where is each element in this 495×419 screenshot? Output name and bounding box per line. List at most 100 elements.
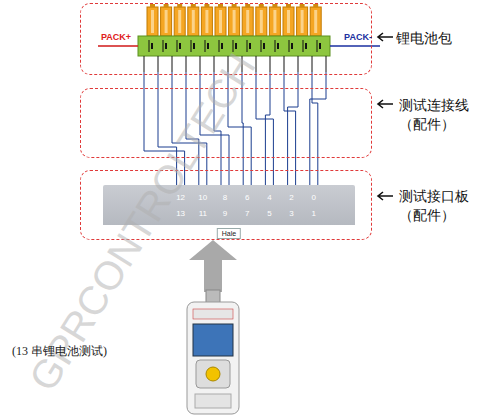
- pin-number: 4: [267, 194, 271, 202]
- cell-marking: [314, 10, 317, 33]
- tap-lead: [284, 56, 285, 72]
- cell-terminal: [218, 4, 223, 7]
- tap-lead: [270, 56, 271, 72]
- cell-symbol: [151, 43, 153, 49]
- battery-cell: [201, 7, 212, 36]
- cell-marking: [301, 10, 304, 33]
- pin-number: 5: [267, 210, 271, 218]
- cell-marking: [260, 10, 263, 33]
- tap-lead: [186, 56, 187, 72]
- battery-cell: [188, 7, 199, 36]
- cell-symbol: [277, 43, 279, 49]
- battery-cell: [256, 7, 267, 36]
- cell-symbol: [165, 43, 167, 49]
- tap-lead: [326, 56, 327, 72]
- cell-marking: [178, 10, 181, 33]
- tap-lead: [200, 56, 201, 72]
- tester-plug: [206, 290, 220, 303]
- cell-marking: [287, 10, 290, 33]
- tap-lead: [144, 56, 145, 72]
- cell-symbol: [247, 40, 248, 52]
- pin-number: 6: [245, 194, 249, 202]
- terminal-label: PACK-: [344, 33, 372, 42]
- battery-cell: [310, 7, 321, 36]
- cell-symbol: [163, 40, 164, 52]
- tap-lead: [298, 56, 299, 72]
- pointer-arrows: [378, 33, 393, 200]
- cell-symbol: [319, 43, 321, 49]
- tap-lead: [312, 56, 313, 72]
- pointer-arrow: [378, 33, 393, 41]
- pack-plus-lead: [98, 45, 138, 47]
- pin-number: 0: [312, 194, 316, 202]
- cell-terminal: [245, 4, 250, 7]
- pin-number: 11: [199, 210, 207, 218]
- region-heading: 测试连接线 （配件）: [399, 96, 477, 134]
- region-heading: 锂电池包: [396, 29, 486, 48]
- tester-screen: [193, 324, 233, 356]
- cell-terminal: [232, 4, 237, 7]
- cell-symbol: [149, 40, 150, 52]
- cell-symbol: [179, 43, 181, 49]
- cell-symbol: [193, 43, 195, 49]
- cell-symbol: [263, 43, 265, 49]
- board-tab-label: Hale: [217, 228, 241, 239]
- terminal-label: PACK+: [101, 33, 131, 42]
- cell-terminal: [150, 4, 155, 7]
- cell-symbol: [317, 40, 318, 52]
- battery-cell: [174, 7, 185, 36]
- cell-marking: [246, 10, 249, 33]
- pointer-arrow: [378, 100, 393, 108]
- pin-number: 9: [223, 210, 227, 218]
- battery-cell: [215, 7, 226, 36]
- cell-symbol: [221, 43, 223, 49]
- tester-body: [187, 302, 239, 414]
- pin-number: 13: [176, 210, 185, 218]
- battery-pack: [98, 4, 380, 56]
- cell-marking: [151, 10, 154, 33]
- caption: (13 串锂电池测试): [12, 343, 107, 360]
- pin-number: 7: [245, 210, 249, 218]
- tap-lead: [172, 56, 173, 72]
- pack-minus-lead: [330, 45, 380, 47]
- cell-terminal: [259, 4, 264, 7]
- tester-strip: [193, 309, 233, 319]
- battery-cell: [283, 7, 294, 36]
- cell-marking: [165, 10, 168, 33]
- pin-number: 2: [289, 194, 293, 202]
- cell-symbol: [291, 43, 293, 49]
- cell-symbol: [177, 40, 178, 52]
- pointer-arrow: [378, 192, 393, 200]
- battery-cell: [269, 7, 280, 36]
- cell-symbol: [207, 43, 209, 49]
- battery-cell: [229, 7, 240, 36]
- pin-number: 10: [198, 194, 207, 202]
- cell-terminal: [204, 4, 209, 7]
- battery-cell: [147, 7, 158, 36]
- connect-arrow: [189, 240, 237, 292]
- cell-symbol: [249, 43, 251, 49]
- cell-symbol: [219, 40, 220, 52]
- tester-device: [187, 290, 239, 414]
- cell-symbol: [289, 40, 290, 52]
- battery-cell: [297, 7, 308, 36]
- battery-cell: [242, 7, 253, 36]
- cell-terminal: [191, 4, 196, 7]
- cell-terminal: [300, 4, 305, 7]
- cell-marking: [219, 10, 222, 33]
- tap-lead: [158, 56, 159, 72]
- cell-terminal: [286, 4, 291, 7]
- tester-button: [206, 367, 220, 381]
- cell-symbol: [205, 40, 206, 52]
- pin-number: 3: [289, 210, 293, 218]
- pin-number: 8: [223, 194, 227, 202]
- cell-terminal: [272, 4, 277, 7]
- tester-keys: [195, 394, 231, 408]
- pin-number: 1: [312, 210, 316, 218]
- tester-keypad: [196, 360, 230, 388]
- cell-symbol: [275, 40, 276, 52]
- cell-terminal: [164, 4, 169, 7]
- cell-marking: [273, 10, 276, 33]
- cell-terminal: [177, 4, 182, 7]
